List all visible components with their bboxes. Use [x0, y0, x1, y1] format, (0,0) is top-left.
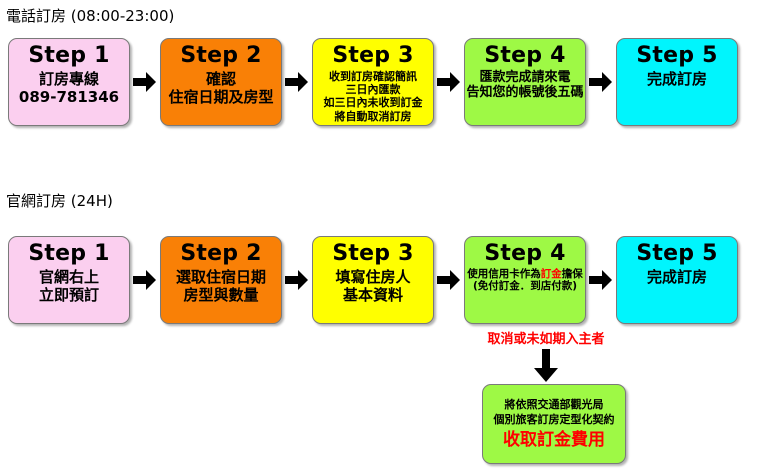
step-line: 使用信用卡作為訂金擔保 — [467, 267, 583, 280]
arrow-right-icon — [282, 236, 312, 324]
step-box-5: Step 5 完成訂房 — [616, 38, 738, 126]
step-line: 三日內匯款 — [345, 82, 401, 96]
highlight-term: 訂金 — [540, 267, 562, 280]
step-heading: Step 2 — [180, 241, 262, 266]
branch-outcome-box: 將依照交通部觀光局個別旅客訂房定型化契約收取訂金費用 — [482, 384, 626, 464]
step-line: 完成訂房 — [646, 267, 707, 286]
step-heading: Step 4 — [484, 241, 566, 266]
branch-line: 個別旅客訂房定型化契約 — [493, 412, 615, 426]
step-heading: Step 5 — [636, 241, 718, 266]
branch-condition-label: 取消或未如期入主者 — [487, 332, 605, 347]
arrow-right-icon — [586, 236, 616, 324]
step-heading: Step 1 — [28, 241, 110, 266]
step-description: 填寫住房人基本資料 — [335, 268, 410, 305]
step-heading: Step 1 — [28, 43, 110, 68]
step-description: 使用信用卡作為訂金擔保(免付訂金．到店付款) — [467, 268, 583, 294]
step-line: 訂房專線 — [38, 69, 99, 88]
step-line: 確認 — [205, 69, 236, 88]
step-line: 匯款完成請來電 — [479, 69, 571, 85]
step-line: 立即預訂 — [38, 285, 99, 304]
step-line: 官網右上 — [38, 267, 99, 286]
step-heading: Step 3 — [332, 241, 414, 266]
step-description: 匯款完成請來電告知您的帳號後五碼 — [466, 70, 583, 102]
arrow-right-icon — [434, 236, 464, 324]
step-line: 完成訂房 — [646, 69, 707, 88]
step-heading: Step 4 — [484, 43, 566, 68]
arrow-right-icon — [282, 38, 312, 126]
step-line: (免付訂金．到店付款) — [472, 280, 578, 293]
step-description: 收到訂房確認簡訊三日內匯款如三日內未收到訂金將自動取消訂房 — [324, 70, 423, 124]
step-description: 官網右上立即預訂 — [39, 268, 99, 305]
step-heading: Step 3 — [332, 43, 414, 68]
step-description: 完成訂房 — [647, 268, 707, 286]
step-line: 選取住宿日期 — [175, 267, 266, 286]
step-line: 收到訂房確認簡訊 — [329, 69, 417, 83]
step-box-5: Step 5 完成訂房 — [616, 236, 738, 324]
step-line: 089-781346 — [18, 87, 120, 106]
arrow-down-icon — [533, 349, 559, 387]
row-leading-spacer — [0, 82, 8, 83]
step-line: 填寫住房人 — [335, 267, 411, 286]
section-title-web: 官網訂房 (24H) — [6, 192, 113, 210]
arrow-right-icon — [130, 236, 160, 324]
step-line: 如三日內未收到訂金 — [323, 96, 423, 110]
section-title-phone: 電話訂房 (08:00-23:00) — [6, 7, 175, 25]
arrow-right-icon — [586, 38, 616, 126]
step-line: 將自動取消訂房 — [334, 109, 412, 123]
step-line: 基本資料 — [342, 285, 403, 304]
step-heading: Step 5 — [636, 43, 718, 68]
step-description: 確認住宿日期及房型 — [168, 70, 273, 107]
branch-line: 將依照交通部觀光局 — [504, 397, 604, 411]
arrow-right-icon — [434, 38, 464, 126]
branch-emphasis-line: 收取訂金費用 — [503, 429, 605, 450]
step-description: 完成訂房 — [647, 70, 707, 88]
step-description: 選取住宿日期房型與數量 — [176, 268, 266, 305]
row-leading-spacer — [0, 280, 8, 281]
arrow-right-icon — [130, 38, 160, 126]
step-line: 房型與數量 — [183, 285, 259, 304]
step-heading: Step 2 — [180, 43, 262, 68]
step-line: 住宿日期及房型 — [168, 87, 274, 106]
step-line: 告知您的帳號後五碼 — [466, 85, 584, 101]
